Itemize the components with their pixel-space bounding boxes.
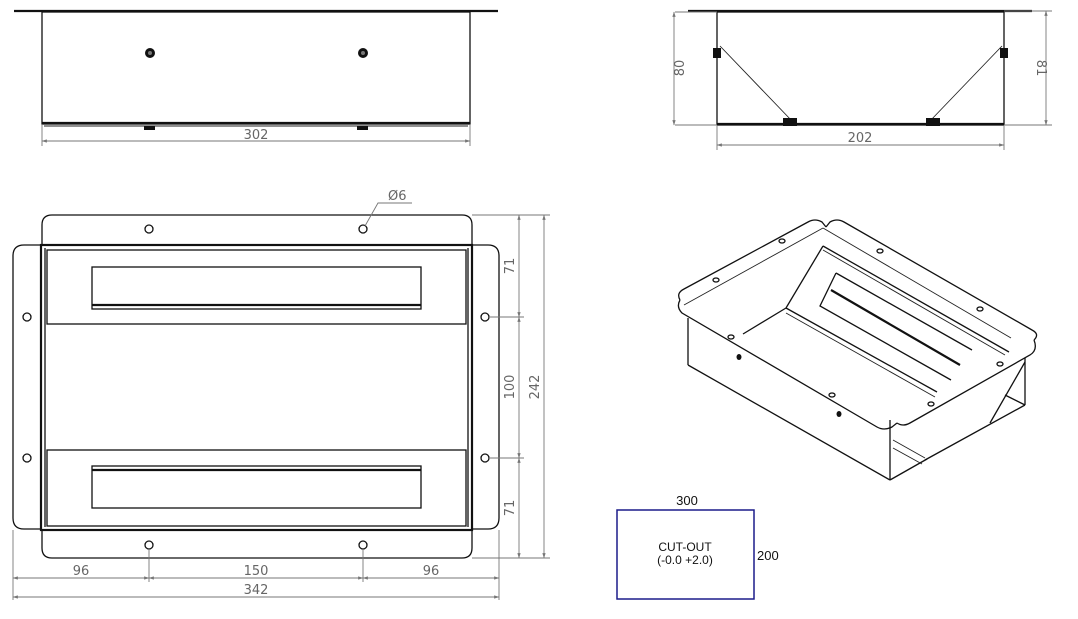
top-view: Ø6 71 100 71 242 96 150 96 342 <box>12 189 550 600</box>
dim-96-right: 96 <box>423 564 440 579</box>
side-height-left-dim: 80 <box>673 60 688 77</box>
hole-icon <box>358 224 368 234</box>
cutout-label-1: CUT-OUT <box>658 540 712 554</box>
hole-icon <box>480 453 490 463</box>
dim-100: 100 <box>503 375 518 400</box>
dim-242: 242 <box>528 375 543 400</box>
side-height-right-dim: 81 <box>1033 60 1048 77</box>
hole-icon <box>144 224 154 234</box>
cutout-label-2: (-0.0 +2.0) <box>657 553 713 567</box>
cutout-height-dim: 200 <box>757 548 779 563</box>
front-view: 302 <box>14 9 498 146</box>
dim-342: 342 <box>244 583 269 598</box>
side-view: 80 81 202 <box>672 9 1052 150</box>
dim-96-left: 96 <box>73 564 90 579</box>
front-width-dim: 302 <box>244 128 269 143</box>
hole-icon <box>144 540 154 550</box>
cutout-width-dim: 300 <box>676 493 698 508</box>
dim-150: 150 <box>244 564 269 579</box>
hole-callout: Ø6 <box>388 189 407 204</box>
cutout-box: 300 CUT-OUT (-0.0 +2.0) 200 <box>616 493 779 600</box>
dim-71-bottom: 71 <box>503 500 518 517</box>
hole-icon <box>480 312 490 322</box>
screw-icon <box>145 48 155 58</box>
side-width-dim: 202 <box>848 131 873 146</box>
screw-icon <box>358 48 368 58</box>
isometric-view <box>677 219 1038 481</box>
dim-71-top: 71 <box>503 258 518 275</box>
hole-icon <box>22 453 32 463</box>
hole-icon <box>358 540 368 550</box>
hole-icon <box>22 312 32 322</box>
